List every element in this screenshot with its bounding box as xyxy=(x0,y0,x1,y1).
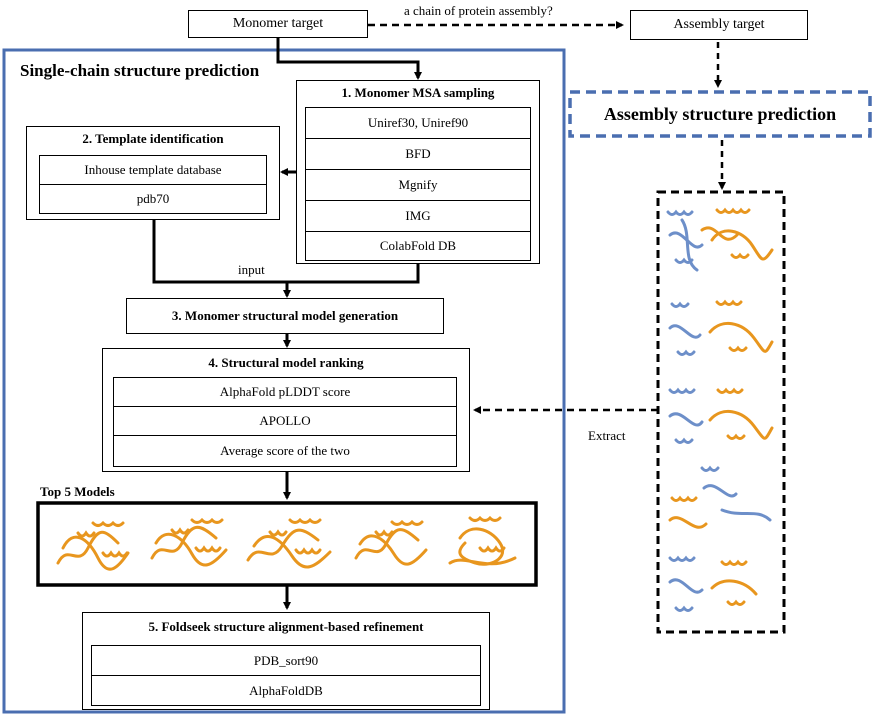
monomer-target-box: Monomer target xyxy=(188,10,368,38)
assembly-models-frame xyxy=(656,190,786,634)
msa-row: IMG xyxy=(305,200,531,232)
extract-label: Extract xyxy=(588,428,626,443)
protein-model-3 xyxy=(246,517,332,569)
msa-box: 1. Monomer MSA sampling Uniref30, Uniref… xyxy=(296,80,540,264)
template-title: 2. Template identification xyxy=(82,131,224,146)
generation-box: 3. Monomer structural model generation xyxy=(126,298,444,334)
assembly-model-5 xyxy=(668,555,758,612)
template-row: Inhouse template database xyxy=(39,155,267,185)
assembly-question-label: a chain of protein assembly? xyxy=(404,3,553,18)
refinement-row: PDB_sort90 xyxy=(91,645,481,676)
msa-row: Uniref30, Uniref90 xyxy=(305,107,531,139)
assembly-target-box: Assembly target xyxy=(630,10,808,40)
ranking-box: 4. Structural model ranking AlphaFold pL… xyxy=(102,348,470,472)
protein-model-5 xyxy=(448,515,517,566)
protein-model-1 xyxy=(56,520,130,571)
top-models-strip xyxy=(44,508,530,580)
msa-title: 1. Monomer MSA sampling xyxy=(341,85,495,100)
refinement-row: AlphaFoldDB xyxy=(91,675,481,706)
msa-row: Mgnify xyxy=(305,169,531,201)
assembly-model-4 xyxy=(668,465,772,529)
input-label: input xyxy=(238,262,265,277)
refinement-title: 5. Foldseek structure alignment-based re… xyxy=(148,619,424,634)
assembly-models-panel xyxy=(662,198,780,628)
ranking-row: Average score of the two xyxy=(113,435,457,467)
msa-row: BFD xyxy=(305,138,531,170)
ranking-row: AlphaFold pLDDT score xyxy=(113,377,457,407)
template-box: 2. Template identification Inhouse templ… xyxy=(26,126,280,220)
assembly-model-3 xyxy=(668,387,774,444)
single-chain-title: Single-chain structure prediction xyxy=(20,61,260,80)
ranking-title: 4. Structural model ranking xyxy=(208,355,364,370)
refinement-box: 5. Foldseek structure alignment-based re… xyxy=(82,612,490,710)
top-models-frame xyxy=(36,501,538,587)
msa-row: ColabFold DB xyxy=(305,231,531,261)
template-row: pdb70 xyxy=(39,184,267,214)
ranking-row: APOLLO xyxy=(113,406,457,436)
top-models-label: Top 5 Models xyxy=(40,484,115,499)
assembly-model-1 xyxy=(666,207,774,272)
protein-model-4 xyxy=(354,519,428,566)
single-chain-frame xyxy=(2,48,566,714)
assembly-model-2 xyxy=(668,299,774,356)
assembly-prediction-frame xyxy=(568,90,872,138)
assembly-prediction-title: Assembly structure prediction xyxy=(603,103,837,124)
protein-model-2 xyxy=(150,517,228,567)
arrow-monomer-to-msa xyxy=(276,35,422,80)
